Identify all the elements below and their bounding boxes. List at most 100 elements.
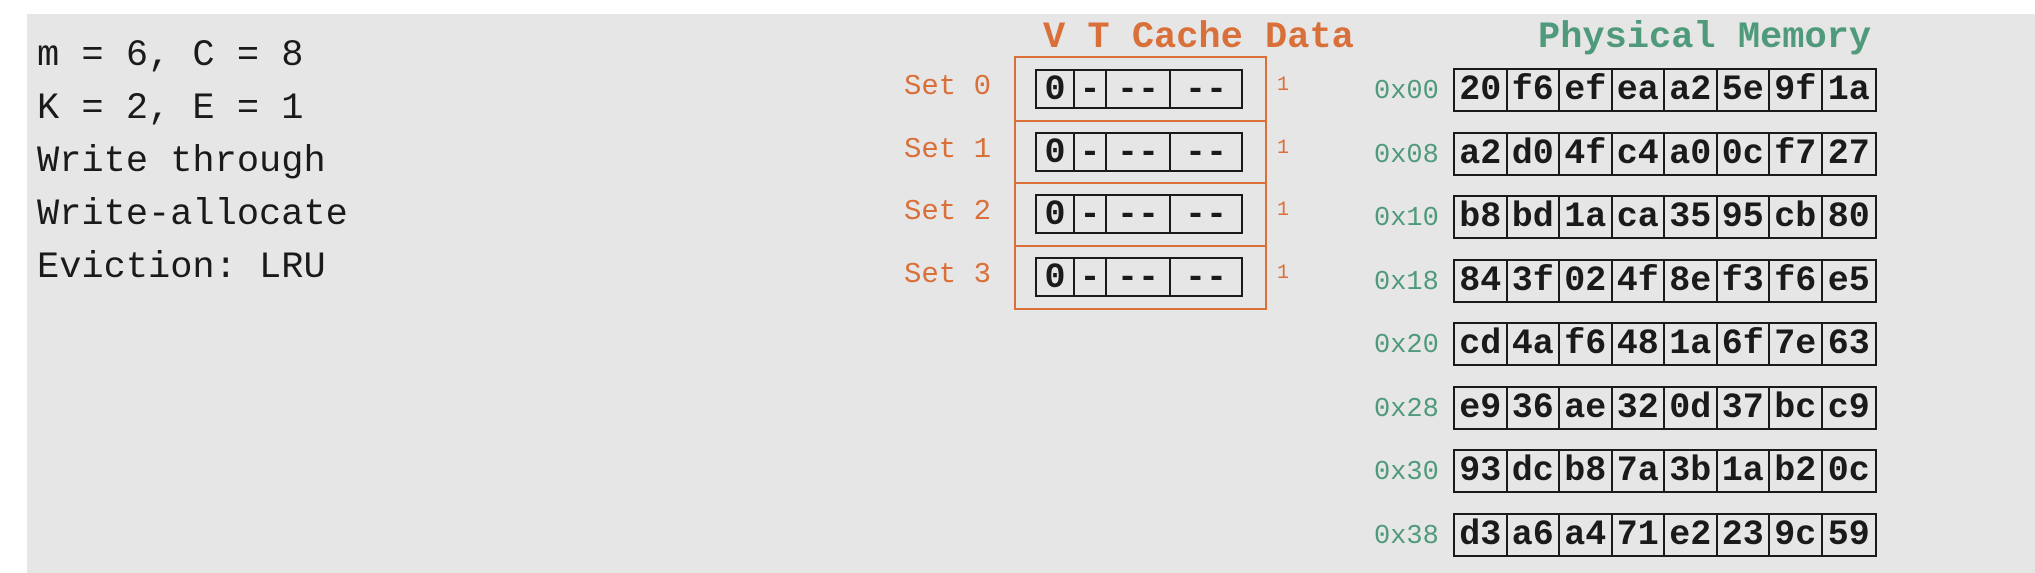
memory-byte: cb xyxy=(1770,197,1823,237)
memory-byte: ea xyxy=(1613,70,1665,110)
memory-byte: 0c xyxy=(1718,133,1770,174)
diagram-panel: m = 6, C = 8 K = 2, E = 1 Write through … xyxy=(27,14,2035,573)
cache-data-byte: -- xyxy=(1184,70,1227,110)
param-line: Eviction: LRU xyxy=(37,247,326,289)
memory-byte: b8 xyxy=(1455,197,1508,237)
memory-byte: 1a xyxy=(1718,451,1770,491)
cache-data-byte: -- xyxy=(1107,196,1171,234)
memory-byte: e2 xyxy=(1665,514,1718,555)
memory-byte: c4 xyxy=(1613,133,1665,174)
memory-byte: 5e xyxy=(1718,70,1770,110)
memory-byte: 9f xyxy=(1770,70,1823,110)
cache-tag: - xyxy=(1075,71,1107,109)
param-line: Write-allocate xyxy=(37,194,348,236)
set-lru-count: 1 xyxy=(1277,199,1290,222)
cache-tag: - xyxy=(1075,258,1107,297)
memory-address: 0x38 xyxy=(1374,521,1439,552)
memory-byte: e5 xyxy=(1827,260,1870,301)
cache-frame: 0-----0-----0-----0----- xyxy=(1014,56,1267,310)
memory-byte: 3b xyxy=(1665,451,1718,491)
cache-data-byte: -- xyxy=(1107,71,1171,109)
memory-address: 0x18 xyxy=(1374,267,1439,298)
memory-byte: dc xyxy=(1508,451,1560,491)
memory-byte: 4f xyxy=(1560,133,1613,174)
memory-byte: d0 xyxy=(1508,133,1560,174)
memory-byte: 27 xyxy=(1827,133,1870,174)
memory-byte: a0 xyxy=(1665,133,1718,174)
memory-byte: 36 xyxy=(1508,387,1560,428)
cache-data-byte: -- xyxy=(1107,258,1171,297)
memory-byte: f3 xyxy=(1718,260,1770,301)
set-divider xyxy=(1016,182,1265,184)
memory-byte: 35 xyxy=(1665,197,1718,237)
memory-byte: 20 xyxy=(1455,70,1508,110)
memory-byte: 71 xyxy=(1613,514,1665,555)
memory-byte: bd xyxy=(1508,197,1560,237)
cache-title: V T Cache Data xyxy=(1043,17,1354,59)
memory-byte: ca xyxy=(1613,197,1665,237)
cache-data-byte: -- xyxy=(1184,132,1227,173)
cache-valid-bit: 0 xyxy=(1037,133,1075,172)
set-label: Set 3 xyxy=(904,257,992,291)
memory-byte: ae xyxy=(1560,387,1613,428)
set-label: Set 1 xyxy=(904,132,992,166)
memory-byte: 9c xyxy=(1770,514,1823,555)
memory-byte: a2 xyxy=(1455,133,1508,174)
memory-byte: 32 xyxy=(1613,387,1665,428)
cache-line: 0----- xyxy=(1035,131,1243,173)
memory-byte: 1a xyxy=(1665,324,1718,364)
memory-address: 0x28 xyxy=(1374,394,1439,425)
memory-byte: 63 xyxy=(1827,324,1870,364)
memory-byte: a2 xyxy=(1665,70,1718,110)
set-lru-count: 1 xyxy=(1277,74,1290,97)
memory-byte: 6f xyxy=(1718,324,1770,364)
memory-byte: f6 xyxy=(1770,260,1823,301)
cache-data-byte: -- xyxy=(1184,195,1227,235)
memory-byte: 37 xyxy=(1718,387,1770,428)
memory-byte: a6 xyxy=(1508,514,1560,555)
memory-address: 0x20 xyxy=(1374,331,1439,361)
memory-byte: 1a xyxy=(1560,197,1613,237)
memory-byte: 8e xyxy=(1665,260,1718,301)
memory-byte: 48 xyxy=(1613,324,1665,364)
cache-data-byte: -- xyxy=(1107,133,1171,172)
memory-byte: 93 xyxy=(1455,451,1508,491)
memory-byte: 1a xyxy=(1827,70,1870,110)
param-line: m = 6, C = 8 xyxy=(37,35,304,77)
memory-byte: 95 xyxy=(1718,197,1770,237)
memory-byte: ef xyxy=(1560,70,1613,110)
memory-byte: 84 xyxy=(1455,260,1508,301)
param-line: K = 2, E = 1 xyxy=(37,88,304,130)
set-lru-count: 1 xyxy=(1277,261,1290,285)
memory-byte: 59 xyxy=(1827,514,1870,555)
memory-byte: 4f xyxy=(1613,260,1665,301)
memory-byte: f6 xyxy=(1560,324,1613,364)
memory-byte: 23 xyxy=(1718,514,1770,555)
cache-line: 0----- xyxy=(1035,256,1243,297)
cache-valid-bit: 0 xyxy=(1037,196,1075,234)
memory-byte: 3f xyxy=(1508,260,1560,301)
set-label: Set 0 xyxy=(904,70,992,103)
memory-byte: cd xyxy=(1455,324,1508,364)
memory-byte: bc xyxy=(1770,387,1823,428)
cache-valid-bit: 0 xyxy=(1037,258,1075,297)
memory-byte: c9 xyxy=(1827,387,1870,428)
memory-address: 0x08 xyxy=(1374,140,1439,171)
memory-byte: 80 xyxy=(1827,197,1870,237)
memory-address: 0x00 xyxy=(1374,77,1439,107)
memory-byte: a4 xyxy=(1560,514,1613,555)
memory-byte: d3 xyxy=(1455,514,1508,555)
memory-byte: 0c xyxy=(1827,451,1870,491)
cache-tag: - xyxy=(1075,133,1107,172)
memory-byte: 0d xyxy=(1665,387,1718,428)
cache-line: 0----- xyxy=(1035,69,1243,109)
set-divider xyxy=(1016,119,1265,122)
memory-address: 0x30 xyxy=(1374,458,1439,488)
